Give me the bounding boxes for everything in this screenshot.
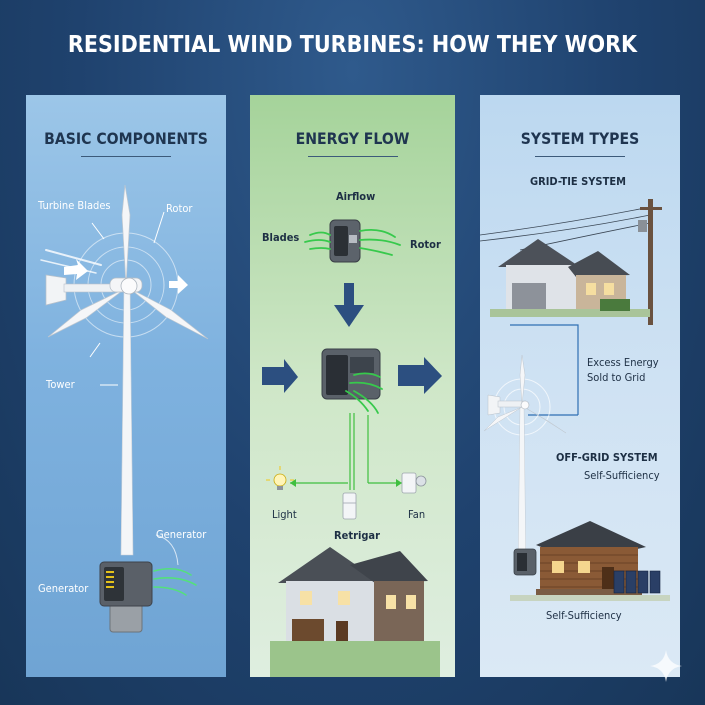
sold-to-grid-label: Sold to Grid: [587, 371, 646, 384]
generator-icon: [321, 348, 381, 400]
generator-top-label: Generator: [156, 528, 207, 541]
rotor-hub: [120, 277, 138, 295]
basic-components-panel: BASIC COMPONENTS: [26, 95, 226, 677]
generator-icon: [329, 219, 361, 263]
fan-icon: [401, 472, 427, 494]
turbine-illustration: [40, 184, 209, 633]
energy-flow-diagram: [262, 219, 442, 677]
energy-flow-heading: ENERGY FLOW: [295, 129, 410, 148]
house-icon: [270, 547, 440, 677]
grid-tie-label: GRID-TIE SYSTEM: [530, 175, 626, 188]
heading-rule: [307, 156, 398, 157]
turbine-blades-label: Turbine Blades: [38, 199, 111, 212]
blade-shape: [121, 184, 131, 286]
wind-arrow-icon: [64, 259, 88, 280]
right-arrow-icon: [398, 357, 442, 394]
off-grid-label: OFF-GRID SYSTEM: [556, 451, 658, 464]
heading-rule: [81, 156, 171, 157]
self-sufficiency-bottom-label: Self-Sufficiency: [546, 609, 622, 622]
grid-tie-house-icon: [490, 239, 650, 317]
sparkle-icon: [650, 650, 682, 682]
tower-label: Tower: [46, 378, 75, 391]
system-types-heading: SYSTEM TYPES: [520, 129, 640, 148]
rotor-label: Rotor: [166, 202, 193, 215]
heading-rule: [535, 156, 625, 157]
fan-label: Fan: [408, 508, 426, 521]
system-types-illustration: [480, 199, 670, 601]
battery-bank-icon: [613, 570, 661, 594]
refrigerator-label: Retrigar: [334, 529, 380, 542]
down-arrow-icon: [334, 283, 364, 327]
blade-shape: [128, 287, 209, 340]
energy-flow-panel: ENERGY FLOW: [250, 95, 455, 677]
wind-arrow-icon: [169, 275, 188, 294]
utility-pole-icon: [648, 199, 653, 325]
right-arrow-icon: [262, 359, 298, 393]
airflow-label: Airflow: [336, 190, 376, 203]
light-label: Light: [272, 508, 297, 521]
blades-label: Blades: [262, 231, 300, 244]
page-title: RESIDENTIAL WIND TURBINES: HOW THEY WORK: [67, 32, 638, 58]
excess-energy-label: Excess Energy: [587, 356, 659, 369]
self-sufficiency-top-label: Self-Sufficiency: [584, 469, 660, 482]
tower-shape: [120, 284, 134, 556]
refrigerator-icon: [342, 492, 357, 520]
light-bulb-icon: [266, 466, 294, 490]
system-types-panel: SYSTEM TYPES: [480, 95, 680, 677]
basic-components-heading: BASIC COMPONENTS: [44, 129, 208, 148]
blade-shape: [47, 287, 127, 338]
rotor-label: Rotor: [410, 238, 441, 251]
generator-left-label: Generator: [38, 582, 89, 595]
